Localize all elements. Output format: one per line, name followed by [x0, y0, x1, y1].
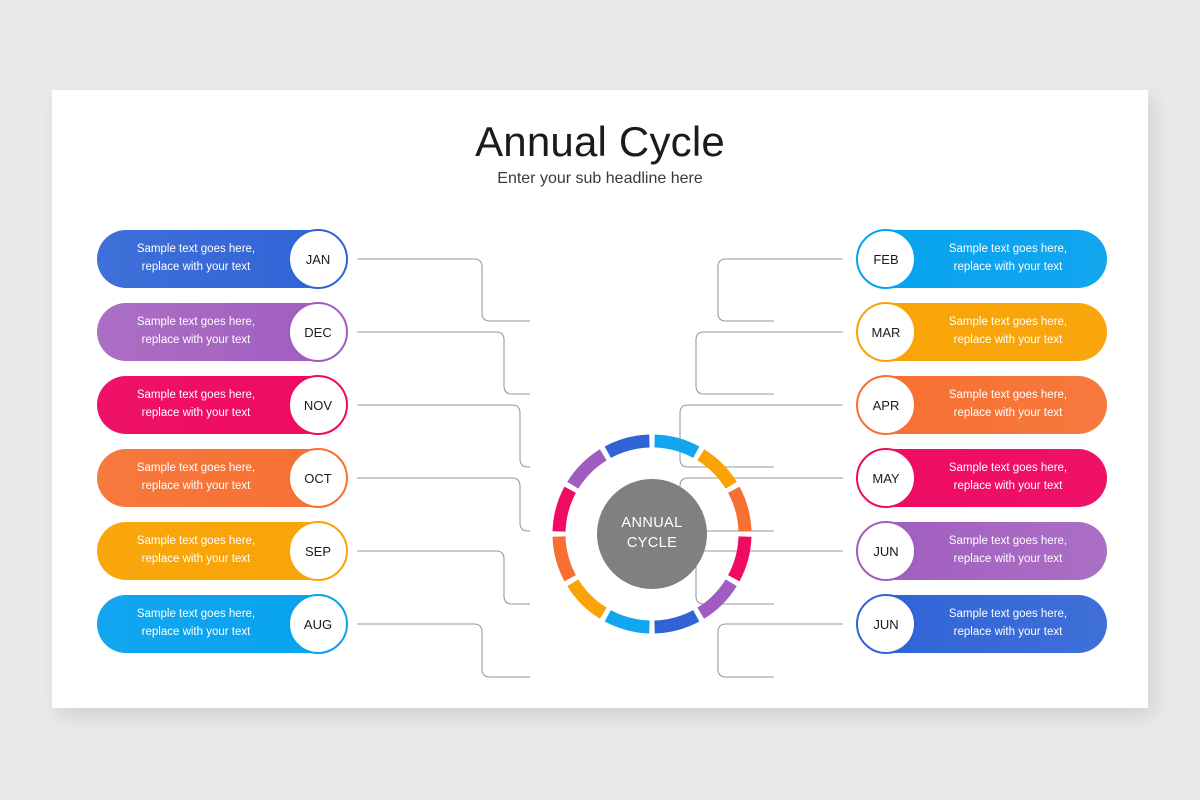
- ring-segment-0: [654, 434, 700, 459]
- pill-body-text: Sample text goes here, replace with your …: [915, 460, 1101, 496]
- pill-text-line-1: Sample text goes here,: [948, 608, 1068, 621]
- pill-body-text: Sample text goes here, replace with your …: [103, 533, 289, 569]
- month-badge-dec[interactable]: DEC: [288, 302, 348, 362]
- ring-segment-1: [697, 449, 737, 489]
- month-badge-sep[interactable]: SEP: [288, 521, 348, 581]
- pill-body-text: Sample text goes here, replace with your …: [915, 241, 1101, 277]
- pill-text-line-1: Sample text goes here,: [136, 535, 256, 548]
- month-badge-oct[interactable]: OCT: [288, 448, 348, 508]
- pill-text-line-1: Sample text goes here,: [136, 243, 256, 256]
- pill-text-line-2: replace with your text: [953, 261, 1063, 273]
- ring-segment-2: [727, 486, 752, 532]
- month-pill-mar-right-1[interactable]: Sample text goes here, replace with your …: [856, 302, 1107, 362]
- ring-segment-11: [604, 434, 650, 459]
- pill-body-text: Sample text goes here, replace with your …: [915, 606, 1101, 642]
- pill-text-line-1: Sample text goes here,: [948, 535, 1068, 548]
- month-badge-feb[interactable]: FEB: [856, 229, 916, 289]
- pill-body-text: Sample text goes here, replace with your …: [103, 606, 289, 642]
- connector-left-1: [357, 331, 530, 395]
- month-badge-apr[interactable]: APR: [856, 375, 916, 435]
- slide-card: Annual Cycle Enter your sub headline her…: [52, 90, 1148, 708]
- month-badge-jan[interactable]: JAN: [288, 229, 348, 289]
- pill-body-text: Sample text goes here, replace with your …: [915, 387, 1101, 423]
- pill-text-line-2: replace with your text: [141, 480, 251, 492]
- ring-segment-10: [567, 449, 607, 489]
- pill-body-text: Sample text goes here, replace with your …: [103, 387, 289, 423]
- page-title: Annual Cycle: [475, 118, 725, 165]
- pill-text-line-1: Sample text goes here,: [948, 243, 1068, 256]
- month-pill-feb-right-0[interactable]: Sample text goes here, replace with your …: [856, 229, 1107, 289]
- month-pill-sep-left-4[interactable]: Sample text goes here, replace with your …: [97, 521, 348, 581]
- pill-text-line-1: Sample text goes here,: [136, 462, 256, 475]
- pill-text-line-1: Sample text goes here,: [136, 389, 256, 402]
- month-pill-jun-right-5[interactable]: Sample text goes here, replace with your …: [856, 594, 1107, 654]
- ring-segment-5: [654, 609, 700, 634]
- month-pill-aug-left-5[interactable]: Sample text goes here, replace with your …: [97, 594, 348, 654]
- pill-text-line-2: replace with your text: [953, 480, 1063, 492]
- pill-text-line-2: replace with your text: [141, 407, 251, 419]
- pill-text-line-2: replace with your text: [141, 553, 251, 565]
- pill-text-line-2: replace with your text: [953, 407, 1063, 419]
- pill-text-line-1: Sample text goes here,: [948, 389, 1068, 402]
- month-badge-may[interactable]: MAY: [856, 448, 916, 508]
- month-badge-jun[interactable]: JUN: [856, 594, 916, 654]
- pill-body-text: Sample text goes here, replace with your …: [103, 460, 289, 496]
- page-subtitle: Enter your sub headline here: [497, 170, 703, 187]
- connector-left-2: [357, 404, 530, 468]
- ring-segment-8: [552, 536, 577, 582]
- connector-left-0: [357, 258, 530, 322]
- month-pill-dec-left-1[interactable]: Sample text goes here, replace with your …: [97, 302, 348, 362]
- month-pill-oct-left-3[interactable]: Sample text goes here, replace with your …: [97, 448, 348, 508]
- month-pill-may-right-3[interactable]: Sample text goes here, replace with your …: [856, 448, 1107, 508]
- ring-segment-4: [697, 579, 737, 619]
- month-pill-nov-left-2[interactable]: Sample text goes here, replace with your …: [97, 375, 348, 435]
- pill-body-text: Sample text goes here, replace with your …: [103, 241, 289, 277]
- month-pill-jun-right-4[interactable]: Sample text goes here, replace with your …: [856, 521, 1107, 581]
- connector-right-0: [717, 258, 843, 322]
- pill-text-line-2: replace with your text: [953, 553, 1063, 565]
- pill-text-line-2: replace with your text: [141, 261, 251, 273]
- pill-text-line-2: replace with your text: [141, 334, 251, 346]
- month-pill-jan-left-0[interactable]: Sample text goes here, replace with your …: [97, 229, 348, 289]
- connector-right-1: [695, 331, 843, 395]
- pill-text-line-1: Sample text goes here,: [948, 462, 1068, 475]
- pill-text-line-2: replace with your text: [953, 626, 1063, 638]
- hub-label: ANNUAL CYCLE: [597, 479, 707, 589]
- pill-body-text: Sample text goes here, replace with your …: [103, 314, 289, 350]
- pill-text-line-1: Sample text goes here,: [136, 608, 256, 621]
- hub-line-2: CYCLE: [626, 535, 678, 551]
- connector-left-3: [357, 477, 530, 532]
- ring-segment-3: [727, 536, 752, 582]
- ring-segment-9: [552, 486, 577, 532]
- connector-left-4: [357, 550, 530, 605]
- ring-segment-7: [567, 579, 607, 619]
- hub-line-1: ANNUAL: [621, 515, 683, 532]
- pill-text-line-2: replace with your text: [141, 626, 251, 638]
- connector-left-5: [357, 623, 530, 678]
- ring-segment-6: [604, 609, 650, 634]
- pill-text-line-1: Sample text goes here,: [948, 316, 1068, 329]
- pill-body-text: Sample text goes here, replace with your …: [915, 314, 1101, 350]
- month-badge-mar[interactable]: MAR: [856, 302, 916, 362]
- cycle-ring: [552, 434, 752, 634]
- month-badge-aug[interactable]: AUG: [288, 594, 348, 654]
- pill-text-line-1: Sample text goes here,: [136, 316, 256, 329]
- pill-text-line-2: replace with your text: [953, 334, 1063, 346]
- month-pill-apr-right-2[interactable]: Sample text goes here, replace with your …: [856, 375, 1107, 435]
- month-badge-jun[interactable]: JUN: [856, 521, 916, 581]
- pill-body-text: Sample text goes here, replace with your …: [915, 533, 1101, 569]
- month-badge-nov[interactable]: NOV: [288, 375, 348, 435]
